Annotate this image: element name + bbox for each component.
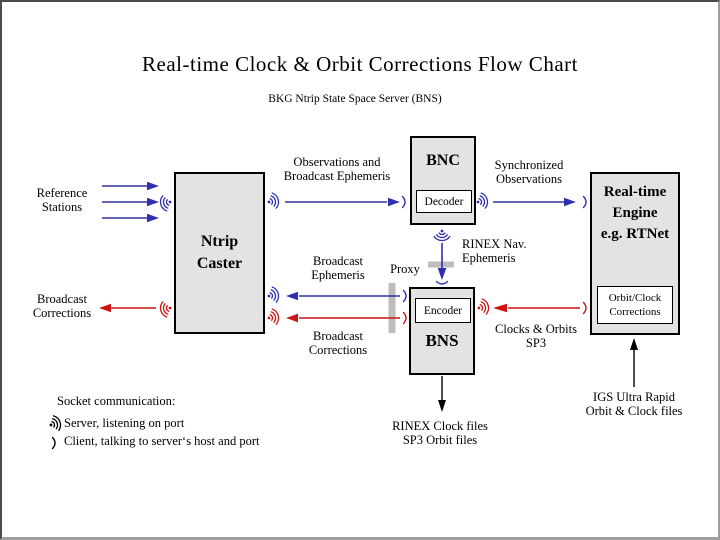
arrow-synchronized-observations xyxy=(493,197,576,207)
box-bns-title: BNS xyxy=(425,331,459,350)
legend-server-label: Server, listening on port xyxy=(64,416,185,430)
arrow-bns-output-files xyxy=(438,376,446,412)
label-broadcast-ephemeris-mid: Broadcast Ephemeris xyxy=(311,254,365,282)
label-broadcast-corrections-mid: Broadcast Corrections xyxy=(308,329,368,357)
label-synchronized-observations: Synchronized Observations xyxy=(494,158,564,186)
proxy-bar-horizontal xyxy=(428,261,454,268)
arrow-broadcast-corrections-return xyxy=(286,313,400,323)
box-decoder: Decoder xyxy=(416,190,472,213)
server-socket-icon xyxy=(433,228,451,242)
client-socket-icon xyxy=(402,289,407,303)
box-encoder: Encoder xyxy=(415,298,471,323)
arrow-igs-input xyxy=(630,338,638,387)
legend-server-socket-icon xyxy=(46,413,64,434)
arrow-observations-ephemeris xyxy=(285,197,400,207)
server-socket-icon xyxy=(158,193,175,213)
server-socket-icon xyxy=(473,191,490,211)
arrow-rinex-nav-ephemeris xyxy=(437,243,447,280)
client-socket-icon xyxy=(435,280,449,285)
box-ntrip-caster: Ntrip Caster xyxy=(174,172,265,334)
label-reference-stations: Reference Stations xyxy=(36,186,88,214)
legend-client-label: Client, talking to server‘s host and por… xyxy=(64,434,260,448)
legend-client-socket-icon xyxy=(51,436,56,450)
label-clocks-orbits-sp3: Clocks & Orbits SP3 xyxy=(495,322,577,350)
label-broadcast-corrections-left: Broadcast Corrections xyxy=(32,292,92,320)
label-rinex-clock-files: RINEX Clock files SP3 Orbit files xyxy=(392,419,488,447)
client-socket-icon xyxy=(402,311,407,325)
server-socket-icon xyxy=(474,297,491,317)
box-ntrip-caster-title: Ntrip Caster xyxy=(196,233,243,272)
box-real-time-engine: Real-time Engine e.g. RTNet Orbit/Clock … xyxy=(590,172,680,335)
label-observations-broadcast-ephemeris: Observations and Broadcast Ephemeris xyxy=(283,155,391,183)
label-igs-ultra-rapid: IGS Ultra Rapid Orbit & Clock files xyxy=(585,390,683,418)
page-subtitle: BKG Ntrip State Space Server (BNS) xyxy=(268,93,442,105)
server-socket-icon xyxy=(264,307,281,327)
server-socket-icon xyxy=(264,285,281,305)
arrow-clocks-orbits xyxy=(493,303,580,313)
server-socket-icon xyxy=(264,191,281,211)
page-title: Real-time Clock & Orbit Corrections Flow… xyxy=(142,52,578,76)
box-orbit-clock-corrections: Orbit/Clock Corrections xyxy=(597,286,673,324)
arrow-broadcast-ephemeris-return xyxy=(286,291,400,301)
label-rinex-nav-ephemeris: RINEX Nav. Ephemeris xyxy=(462,237,527,265)
box-bnc-title: BNC xyxy=(426,152,460,169)
box-bns: Encoder BNS xyxy=(409,287,475,375)
server-socket-icon xyxy=(158,299,175,319)
box-rt-engine-title: Real-time Engine e.g. RTNet xyxy=(600,184,670,242)
legend-title: Socket communication: xyxy=(57,394,176,408)
client-socket-icon xyxy=(582,301,587,315)
proxy-bar-vertical xyxy=(388,283,396,333)
client-socket-icon xyxy=(401,195,406,209)
box-bnc: BNC Decoder xyxy=(410,136,476,225)
client-socket-icon xyxy=(582,195,587,209)
label-proxy: Proxy xyxy=(390,262,420,276)
